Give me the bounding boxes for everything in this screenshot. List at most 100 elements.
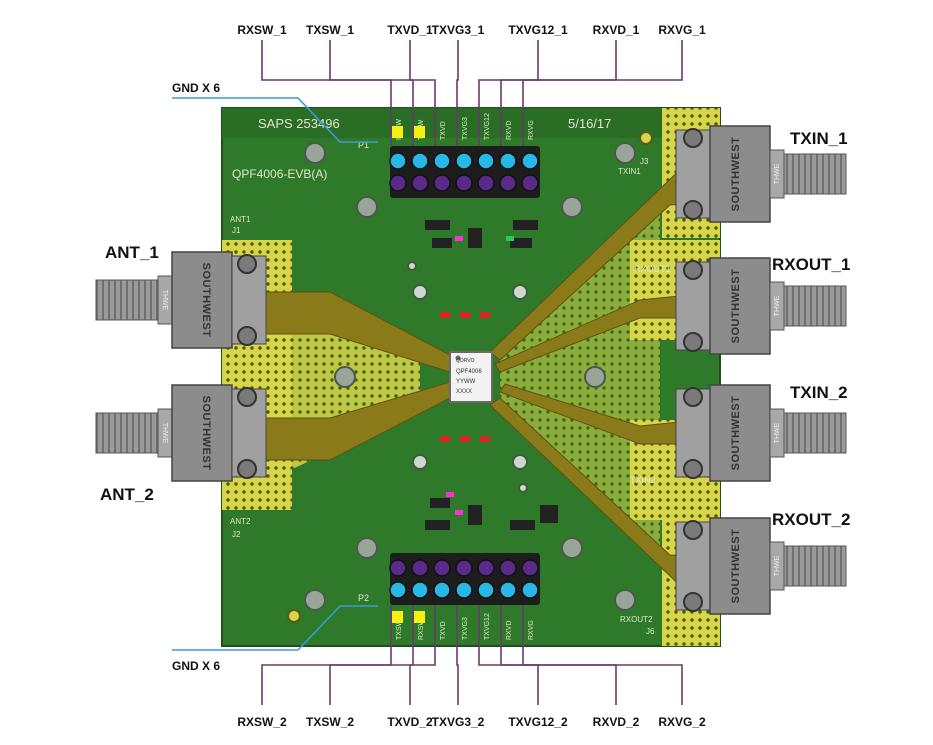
sma-connector-right: SOUTHWEST THWE (675, 384, 847, 482)
header-pin (455, 581, 473, 599)
header-pin (521, 152, 539, 170)
connector-screw (683, 387, 703, 407)
silk-p2: P2 (358, 593, 369, 603)
header-pin (477, 152, 495, 170)
header-silk-label: TXVG3 (462, 617, 469, 640)
bottom-pin-label: TXVG12_2 (508, 715, 568, 729)
top-pin-label: RXVG_1 (658, 23, 706, 37)
connector-screw (683, 332, 703, 352)
chip-line: QPF4006 (456, 369, 482, 375)
header-pin (455, 174, 473, 192)
gnd-pad (392, 126, 403, 138)
chip-line: QORVO (456, 358, 475, 364)
header-pin (521, 559, 539, 577)
leader-line (409, 605, 436, 705)
header-pin (389, 174, 407, 192)
silk-p1: P1 (358, 140, 369, 150)
connector-thread (95, 279, 159, 321)
header-pin (433, 152, 451, 170)
bottom-pin-label: RXVD_2 (593, 715, 640, 729)
header-pin (411, 559, 429, 577)
top-pin-label: TXVD_1 (387, 23, 433, 37)
connector-screw (683, 128, 703, 148)
connector-brand: SOUTHWEST (200, 396, 212, 471)
connector-brand: SOUTHWEST (730, 137, 742, 212)
header-silk-label: RXVD (506, 621, 513, 640)
header-pin (411, 581, 429, 599)
smd-components (425, 220, 558, 530)
connector-sub: THWE (774, 295, 781, 316)
header-silk-label: RXVD (506, 121, 513, 140)
gnd-leader-lines (172, 97, 378, 651)
chip-line: XXXX (456, 389, 472, 395)
header-pin (389, 559, 407, 577)
leader-line (456, 40, 459, 146)
connector-sub: THWE (774, 422, 781, 443)
vias (407, 261, 528, 493)
top-pin-label: TXVG12_1 (508, 23, 568, 37)
header-silk-label: TXVG12 (484, 613, 491, 640)
connector-flange (171, 251, 233, 349)
header-silk-label: TXVG12 (484, 113, 491, 140)
bottom-pin-label: TXVG3_2 (432, 715, 485, 729)
connector-screw (683, 459, 703, 479)
port-label-ant2: ANT_2 (100, 485, 154, 504)
bottom-pin-label: RXSW_2 (237, 715, 287, 729)
connector-flange (171, 384, 233, 482)
connector-brand: SOUTHWEST (730, 269, 742, 344)
chip-line: YYWW (456, 379, 476, 385)
pin-header-p1: RXSWTXSWTXVDTXVG3TXVG12RXVDRXVG (389, 113, 540, 198)
connector-screw (237, 459, 257, 479)
header-pin (477, 559, 495, 577)
bottom-pin-label: RXVG_2 (658, 715, 706, 729)
header-silk-label: RXVG (528, 620, 535, 640)
bottom-pin-label: TXSW_2 (306, 715, 354, 729)
mounting-screws (304, 142, 636, 611)
gnd-label-bottom: GND X 6 (172, 659, 220, 673)
silk-j6: J6 (646, 627, 655, 636)
gnd-label-top: GND X 6 (172, 81, 220, 95)
leader-line (261, 605, 392, 705)
pin-leader-lines (261, 40, 683, 705)
leader-line (261, 40, 392, 146)
connector-flange (709, 125, 771, 223)
sma-connector-right: SOUTHWEST THWE (675, 125, 847, 223)
header-silk-label: RXVG (528, 120, 535, 140)
connector-screw (237, 326, 257, 346)
bottom-pin-label: TXVD_2 (387, 715, 433, 729)
connector-screw (683, 200, 703, 220)
gnd-pad (414, 126, 425, 138)
sma-connectors: SOUTHWEST THWE SOUTHWEST THWE SOUTHWEST THWE S… (95, 125, 847, 615)
connector-flange (709, 384, 771, 482)
silk-ant1: ANT1 (230, 215, 251, 224)
rf-traces (224, 159, 719, 596)
top-pin-label: TXVG3_1 (432, 23, 485, 37)
header-pin (433, 581, 451, 599)
header-pin (455, 152, 473, 170)
header-pin (499, 581, 517, 599)
connector-brand: SOUTHWEST (730, 396, 742, 471)
test-point-top (639, 131, 653, 145)
connector-flange (709, 257, 771, 355)
leader-line (409, 40, 436, 146)
connector-sub: THWE (774, 163, 781, 184)
pad-region-center-right (500, 200, 660, 560)
connector-thread (783, 153, 847, 195)
silk-date: 5/16/17 (568, 116, 611, 131)
silk-j3: J3 (640, 157, 649, 166)
silkscreen-text: SAPS 253496 5/16/17 QPF4006-EVB(A) P1 P2… (230, 116, 671, 636)
leader-line (329, 605, 414, 705)
silk-rxout2: RXOUT2 (620, 615, 653, 624)
header-pin (389, 581, 407, 599)
top-pin-label: RXSW_1 (237, 23, 287, 37)
chip-pin1-marker (455, 355, 461, 361)
silk-txin2: TXIN2 (630, 475, 656, 485)
header-silk-label: RXSW (418, 619, 425, 640)
silk-rxout1: RXOUT1 (634, 264, 671, 274)
silk-j2: J2 (232, 530, 241, 539)
gnd-pad (414, 611, 425, 623)
gnd-pad (392, 611, 403, 623)
